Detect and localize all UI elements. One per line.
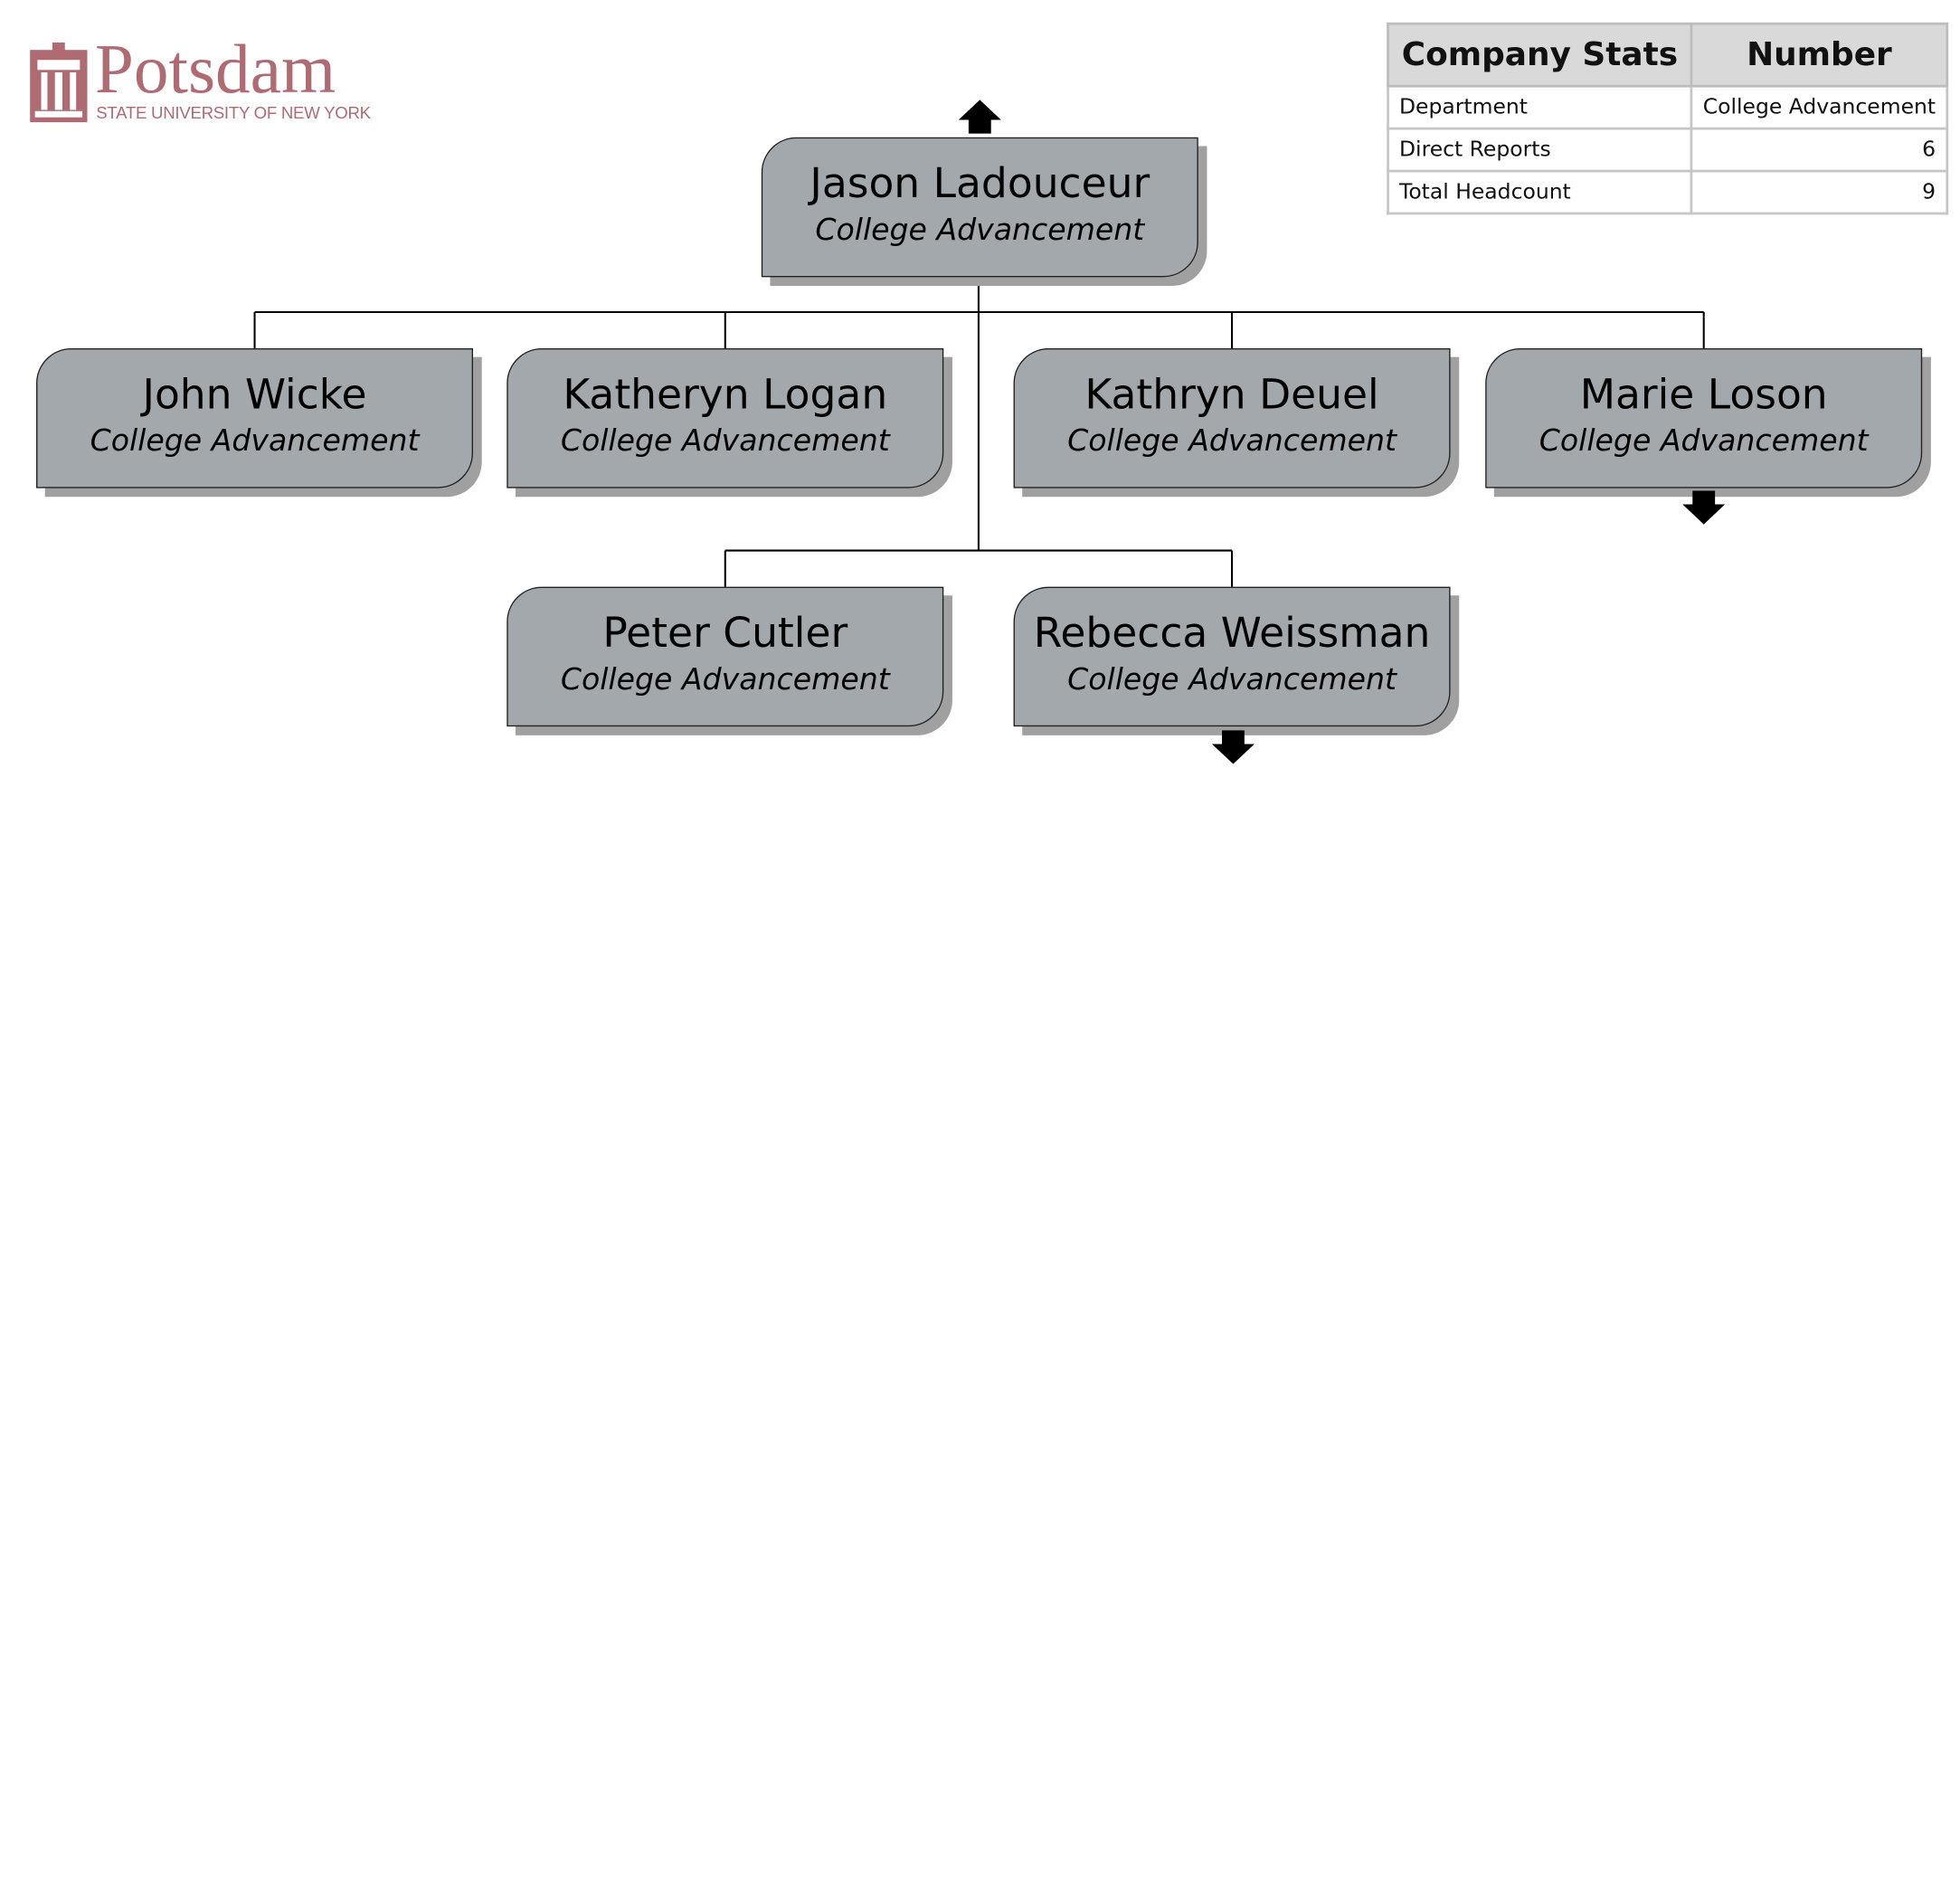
org-node-manager[interactable]: Jason Ladouceur College Advancement xyxy=(761,137,1207,287)
stats-row: Total Headcount 9 xyxy=(1387,169,1948,215)
org-node-report[interactable]: Kathryn Deuel College Advancement xyxy=(1013,348,1460,498)
org-node-report[interactable]: Rebecca Weissman College Advancement xyxy=(1013,586,1460,735)
potsdam-logo: Potsdam STATE UNIVERSITY OF NEW YORK xyxy=(30,31,371,127)
node-department: College Advancement xyxy=(1067,422,1397,459)
node-department: College Advancement xyxy=(815,212,1145,248)
logo-subtitle: STATE UNIVERSITY OF NEW YORK xyxy=(96,103,371,123)
stats-label-department: Department xyxy=(1387,84,1693,130)
stats-header-company-stats: Company Stats xyxy=(1387,22,1693,88)
org-connector-lines xyxy=(253,277,1705,587)
company-stats-table: Company Stats Number Department College … xyxy=(1387,22,1948,215)
node-department: College Advancement xyxy=(1539,422,1869,459)
node-name: Katheryn Logan xyxy=(563,369,888,419)
arrow-down-icon[interactable] xyxy=(1681,490,1727,526)
node-name: Peter Cutler xyxy=(602,608,848,657)
node-department: College Advancement xyxy=(560,422,890,459)
org-node-report[interactable]: Marie Loson College Advancement xyxy=(1485,348,1931,498)
org-node-report[interactable]: John Wicke College Advancement xyxy=(36,348,482,498)
org-node-report[interactable]: Peter Cutler College Advancement xyxy=(507,586,952,735)
stats-value-department: College Advancement xyxy=(1690,84,1948,130)
stats-value-total-headcount: 9 xyxy=(1690,169,1948,215)
logo-wordmark: Potsdam xyxy=(94,31,336,109)
node-name: Kathryn Deuel xyxy=(1084,369,1379,419)
node-name: John Wicke xyxy=(142,369,367,419)
org-node-report[interactable]: Katheryn Logan College Advancement xyxy=(507,348,952,498)
stats-label-total-headcount: Total Headcount xyxy=(1387,169,1693,215)
stats-label-direct-reports: Direct Reports xyxy=(1387,127,1693,173)
arrow-up-icon[interactable] xyxy=(957,100,1002,135)
node-name: Marie Loson xyxy=(1579,369,1828,419)
node-name: Rebecca Weissman xyxy=(1033,608,1431,657)
node-department: College Advancement xyxy=(1067,661,1397,697)
stats-row: Direct Reports 6 xyxy=(1387,127,1948,173)
potsdam-building-icon xyxy=(30,42,88,123)
node-department: College Advancement xyxy=(560,661,890,697)
stats-value-direct-reports: 6 xyxy=(1690,127,1948,173)
node-name: Jason Ladouceur xyxy=(810,158,1150,208)
stats-header-number: Number xyxy=(1690,22,1948,88)
node-department: College Advancement xyxy=(90,422,420,459)
stats-row: Department College Advancement xyxy=(1387,84,1948,130)
arrow-down-icon[interactable] xyxy=(1211,730,1256,765)
stats-header-row: Company Stats Number xyxy=(1387,22,1948,88)
